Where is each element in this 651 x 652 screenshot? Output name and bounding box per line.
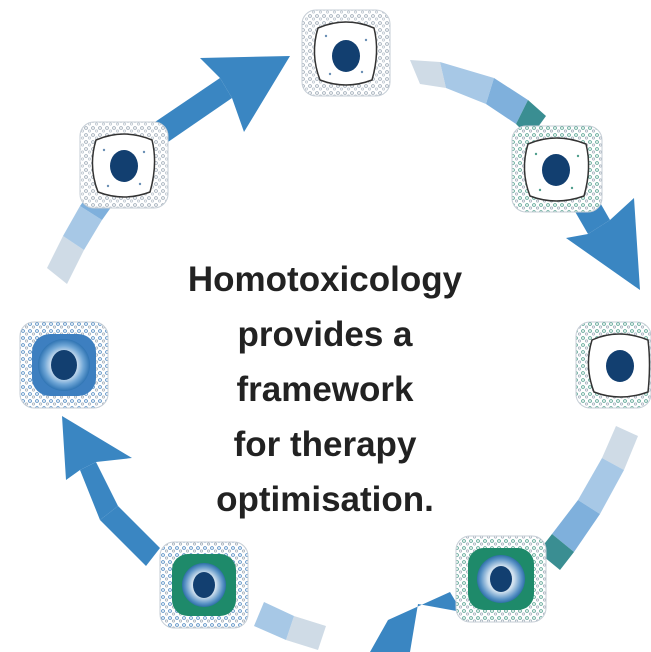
arrow-lower-left bbox=[62, 416, 326, 650]
cell-top bbox=[301, 9, 391, 97]
cell-upper-right bbox=[511, 125, 603, 213]
cell-lower-left bbox=[159, 541, 249, 629]
caption-line-4: optimisation. bbox=[216, 480, 434, 519]
caption-line-3: for therapy bbox=[233, 425, 417, 464]
caption-line-1: Homotoxicology bbox=[187, 260, 463, 299]
cell-right bbox=[575, 321, 651, 409]
cell-lower-right bbox=[455, 535, 547, 623]
center-caption: Homotoxicology provides a framework for … bbox=[150, 252, 500, 527]
caption-line-2: provides a framework bbox=[236, 315, 414, 409]
cell-left bbox=[19, 321, 109, 409]
cell-upper-left bbox=[79, 121, 169, 209]
arrow-lower-right bbox=[370, 426, 638, 652]
